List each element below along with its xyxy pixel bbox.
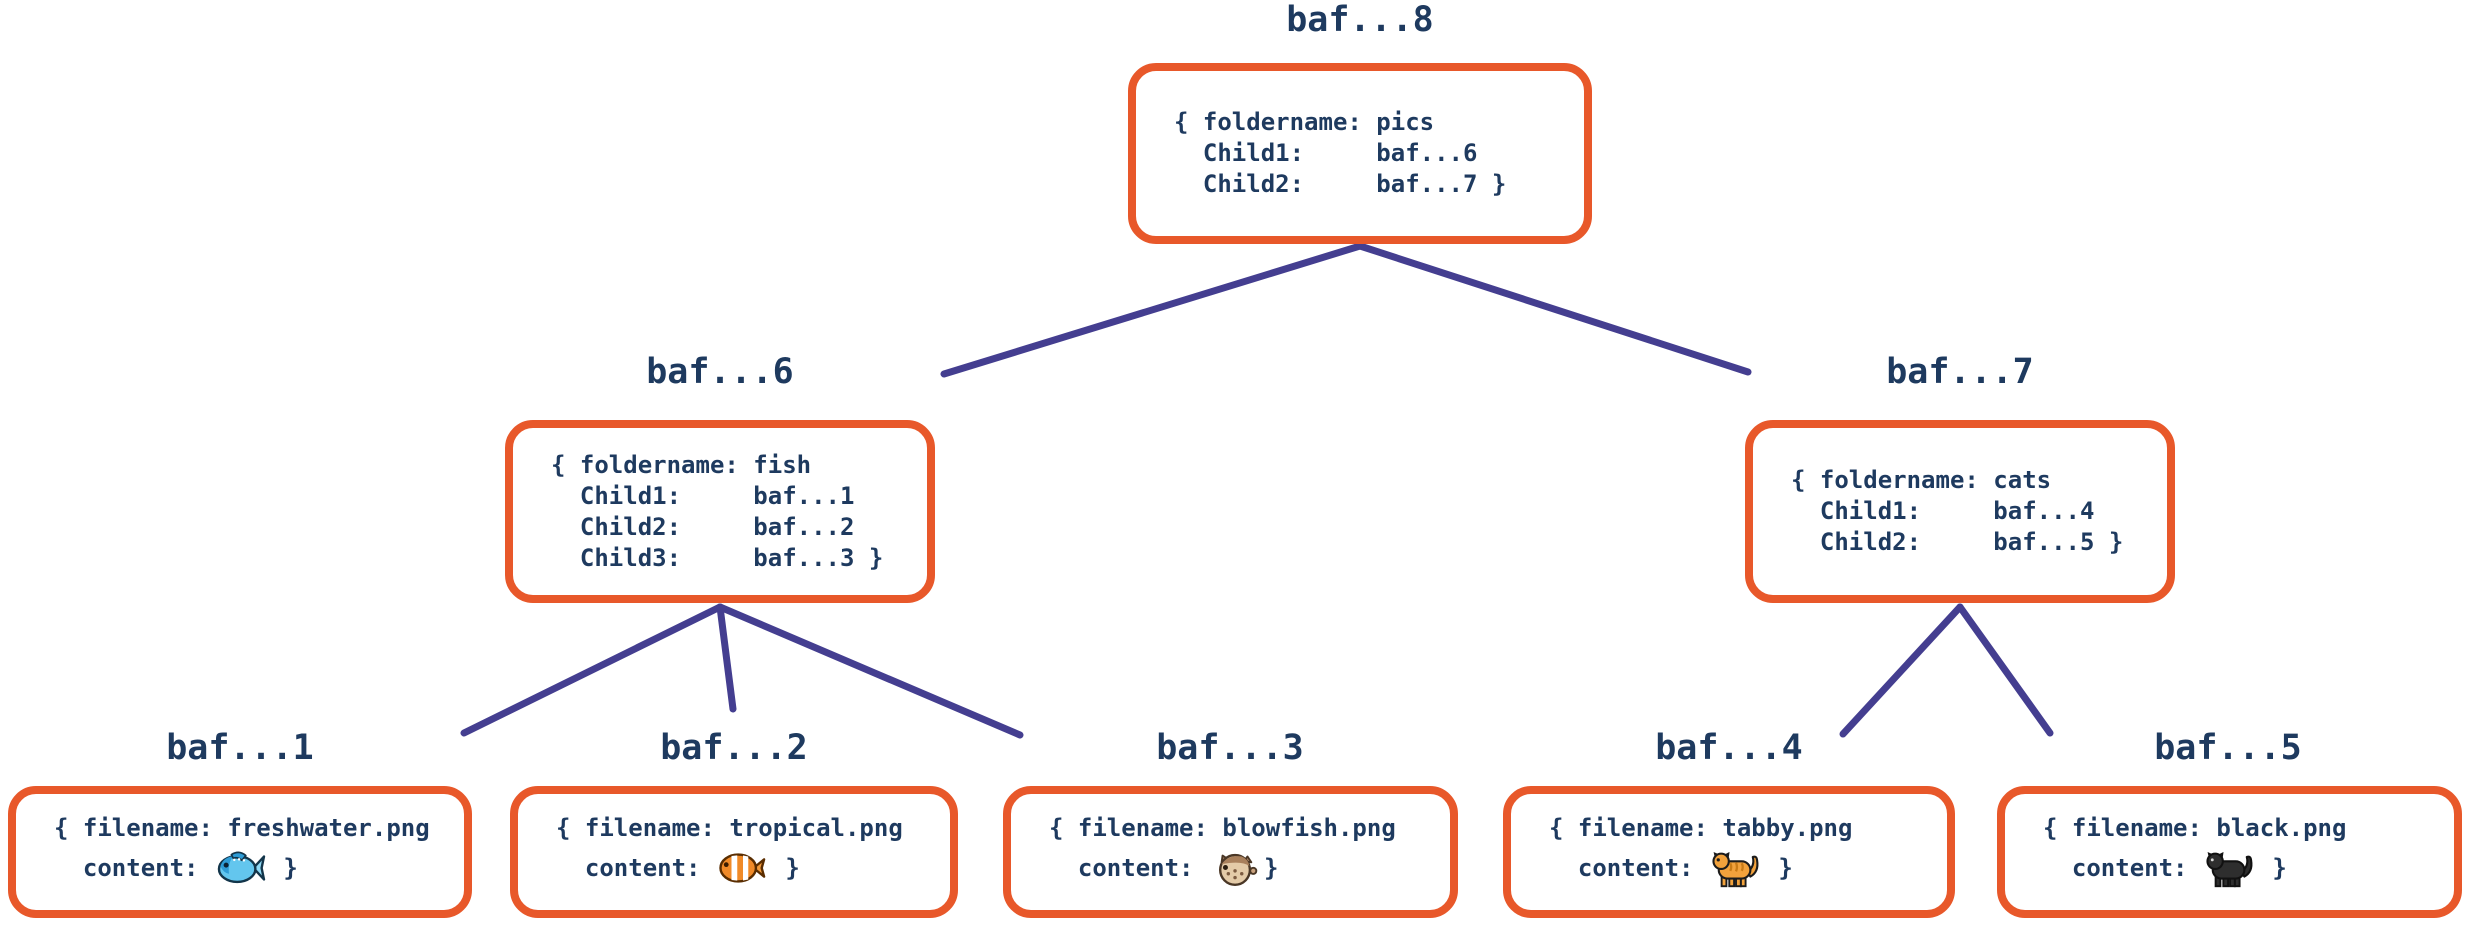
node-baf7-box: { foldername: cats Child1: baf...4 Child… bbox=[1745, 420, 2175, 603]
node-baf2-label: baf...2 bbox=[660, 728, 808, 768]
node-baf8-body: { foldername: pics Child1: baf...6 Child… bbox=[1174, 108, 1507, 198]
blowfish-icon bbox=[1208, 845, 1264, 891]
closing-brace: } bbox=[770, 853, 800, 882]
node-baf4-box: { filename: tabby.png content: } bbox=[1503, 786, 1955, 918]
node-baf4-filename: { filename: tabby.png bbox=[1549, 813, 1853, 842]
edge-baf8-baf6 bbox=[940, 242, 1364, 378]
edge-baf6-baf1 bbox=[460, 603, 724, 737]
content-label: content: bbox=[556, 853, 715, 882]
node-baf5-label: baf...5 bbox=[2154, 728, 2302, 768]
node-baf2-box: { filename: tropical.png content: } bbox=[510, 786, 958, 918]
edge-baf8-baf7 bbox=[1356, 242, 1752, 376]
node-baf6-label: baf...6 bbox=[646, 352, 794, 392]
node-baf5-content: content: } bbox=[2043, 844, 2434, 892]
closing-brace: } bbox=[268, 853, 298, 882]
node-baf3-filename: { filename: blowfish.png bbox=[1049, 813, 1396, 842]
node-baf2-filename: { filename: tropical.png bbox=[556, 813, 903, 842]
content-label: content: bbox=[1049, 853, 1208, 882]
fish-icon bbox=[213, 845, 269, 891]
node-baf5-filename: { filename: black.png bbox=[2043, 813, 2347, 842]
content-label: content: bbox=[54, 853, 213, 882]
node-baf5-box: { filename: black.png content: } bbox=[1997, 786, 2462, 918]
closing-brace: } bbox=[1263, 853, 1279, 882]
node-baf1-box: { filename: freshwater.png content: } bbox=[8, 786, 472, 918]
node-baf8-box: { foldername: pics Child1: baf...6 Child… bbox=[1128, 63, 1592, 244]
edge-baf6-baf2 bbox=[716, 603, 737, 713]
node-baf6-box: { foldername: fish Child1: baf...1 Child… bbox=[505, 420, 935, 603]
edge-baf6-baf3 bbox=[716, 603, 1024, 739]
node-baf6-body: { foldername: fish Child1: baf...1 Child… bbox=[551, 450, 884, 572]
node-baf7-label: baf...7 bbox=[1886, 352, 2034, 392]
node-baf4-label: baf...4 bbox=[1655, 728, 1803, 768]
tabby-cat-icon bbox=[1708, 845, 1764, 891]
node-baf4-content: content: } bbox=[1549, 844, 1927, 892]
node-baf3-label: baf...3 bbox=[1156, 728, 1304, 768]
content-label: content: bbox=[1549, 853, 1708, 882]
node-baf3-content: content: } bbox=[1049, 844, 1430, 892]
closing-brace: } bbox=[2257, 853, 2287, 882]
edge-baf7-baf5 bbox=[1956, 603, 2054, 737]
tropical-fish-icon bbox=[715, 845, 771, 891]
closing-brace: } bbox=[1763, 853, 1793, 882]
edge-baf7-baf4 bbox=[1839, 603, 1964, 738]
content-label: content: bbox=[2043, 853, 2202, 882]
node-baf8-label: baf...8 bbox=[1286, 0, 1434, 40]
node-baf2-content: content: } bbox=[556, 844, 930, 892]
black-cat-icon bbox=[2202, 845, 2258, 891]
node-baf1-filename: { filename: freshwater.png bbox=[54, 813, 430, 842]
node-baf7-body: { foldername: cats Child1: baf...4 Child… bbox=[1791, 466, 2124, 556]
node-baf1-content: content: } bbox=[54, 844, 444, 892]
node-baf3-box: { filename: blowfish.png content: } bbox=[1003, 786, 1458, 918]
node-baf1-label: baf...1 bbox=[166, 728, 314, 768]
